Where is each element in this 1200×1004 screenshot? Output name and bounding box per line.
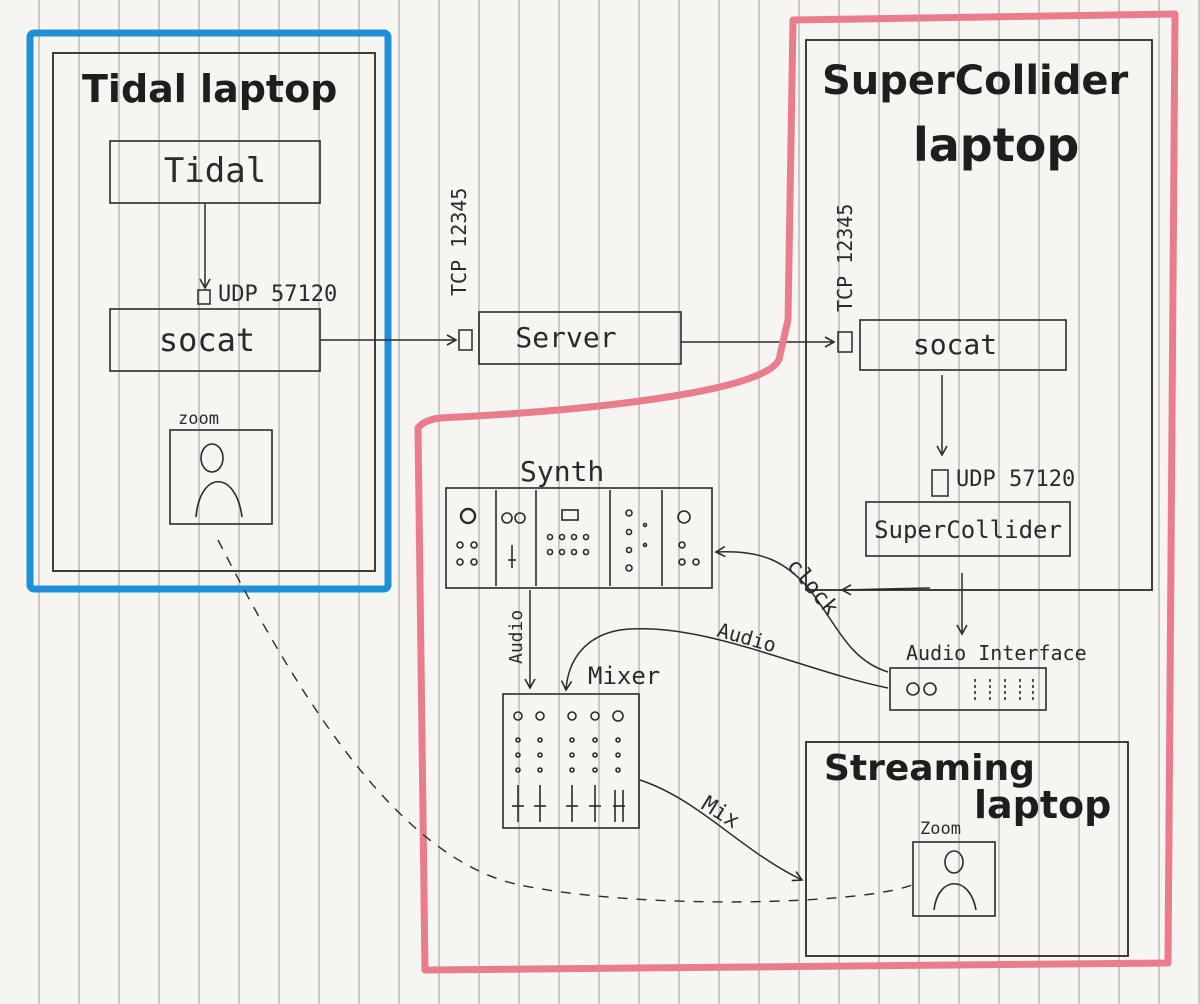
clock-arrow xyxy=(714,545,889,673)
streaming-zoom-label: Zoom xyxy=(920,819,961,839)
streaming-zoom-window xyxy=(912,841,996,917)
server-box xyxy=(478,311,682,365)
sc-socat-box xyxy=(859,319,1067,371)
synth-module xyxy=(445,487,713,589)
tidal-laptop-box xyxy=(52,52,376,572)
server-tcp-label: TCP 12345 xyxy=(447,188,471,296)
audio-curve-label: Audio xyxy=(715,618,780,658)
zoom-dashed-link xyxy=(217,539,913,903)
sc-tcp-port xyxy=(837,331,853,353)
audio-interface-label: Audio Interface xyxy=(906,641,1087,665)
server-box-label: Server xyxy=(515,321,616,354)
supercollider-clock-out-arrow xyxy=(840,584,931,596)
tidal-laptop-title: Tidal laptop xyxy=(82,67,337,111)
mixer-device xyxy=(502,693,640,829)
mix-label: Mix xyxy=(697,792,744,834)
tidal-udp-port xyxy=(197,289,211,305)
tidal-zoom-person-icon xyxy=(195,443,243,518)
tidal-box-label: Tidal xyxy=(164,151,266,191)
sc-udp-label: UDP 57120 xyxy=(956,467,1075,492)
tidal-zoom-window xyxy=(169,429,273,525)
synth-label: Synth xyxy=(520,455,604,488)
sc-tcp-label: TCP 12345 xyxy=(833,204,857,312)
tidal-zoom-label: zoom xyxy=(178,409,219,429)
supercollider-box-label: SuperCollider xyxy=(874,516,1062,544)
audio-interface-to-mixer-arrow xyxy=(560,628,889,692)
supercollider-laptop-title-1: SuperCollider xyxy=(822,58,1129,104)
mixer-label: Mixer xyxy=(588,662,660,690)
streaming-laptop-box xyxy=(805,741,1129,957)
tidal-region-outline xyxy=(26,29,392,593)
audio-vertical-label: Audio xyxy=(506,610,527,664)
supercollider-region-outline xyxy=(414,10,1179,974)
supercollider-laptop-box xyxy=(805,39,1153,591)
streaming-zoom-person-icon xyxy=(933,850,977,911)
tidal-box xyxy=(109,140,321,204)
tidal-udp-label: UDP 57120 xyxy=(218,282,337,307)
sc-socat-label: socat xyxy=(913,328,997,361)
streaming-laptop-title-1: Streaming xyxy=(824,748,1035,789)
streaming-laptop-title-2: laptop xyxy=(974,783,1111,827)
clock-label: clock xyxy=(781,554,843,621)
audio-interface-device xyxy=(889,667,1047,711)
mixer-to-streaming-arrow xyxy=(639,779,804,882)
server-tcp-port xyxy=(458,329,473,351)
supercollider-box xyxy=(865,501,1071,557)
tidal-socat-label: socat xyxy=(159,321,255,359)
supercollider-laptop-title-2: laptop xyxy=(913,118,1079,172)
sc-udp-port xyxy=(931,469,949,497)
